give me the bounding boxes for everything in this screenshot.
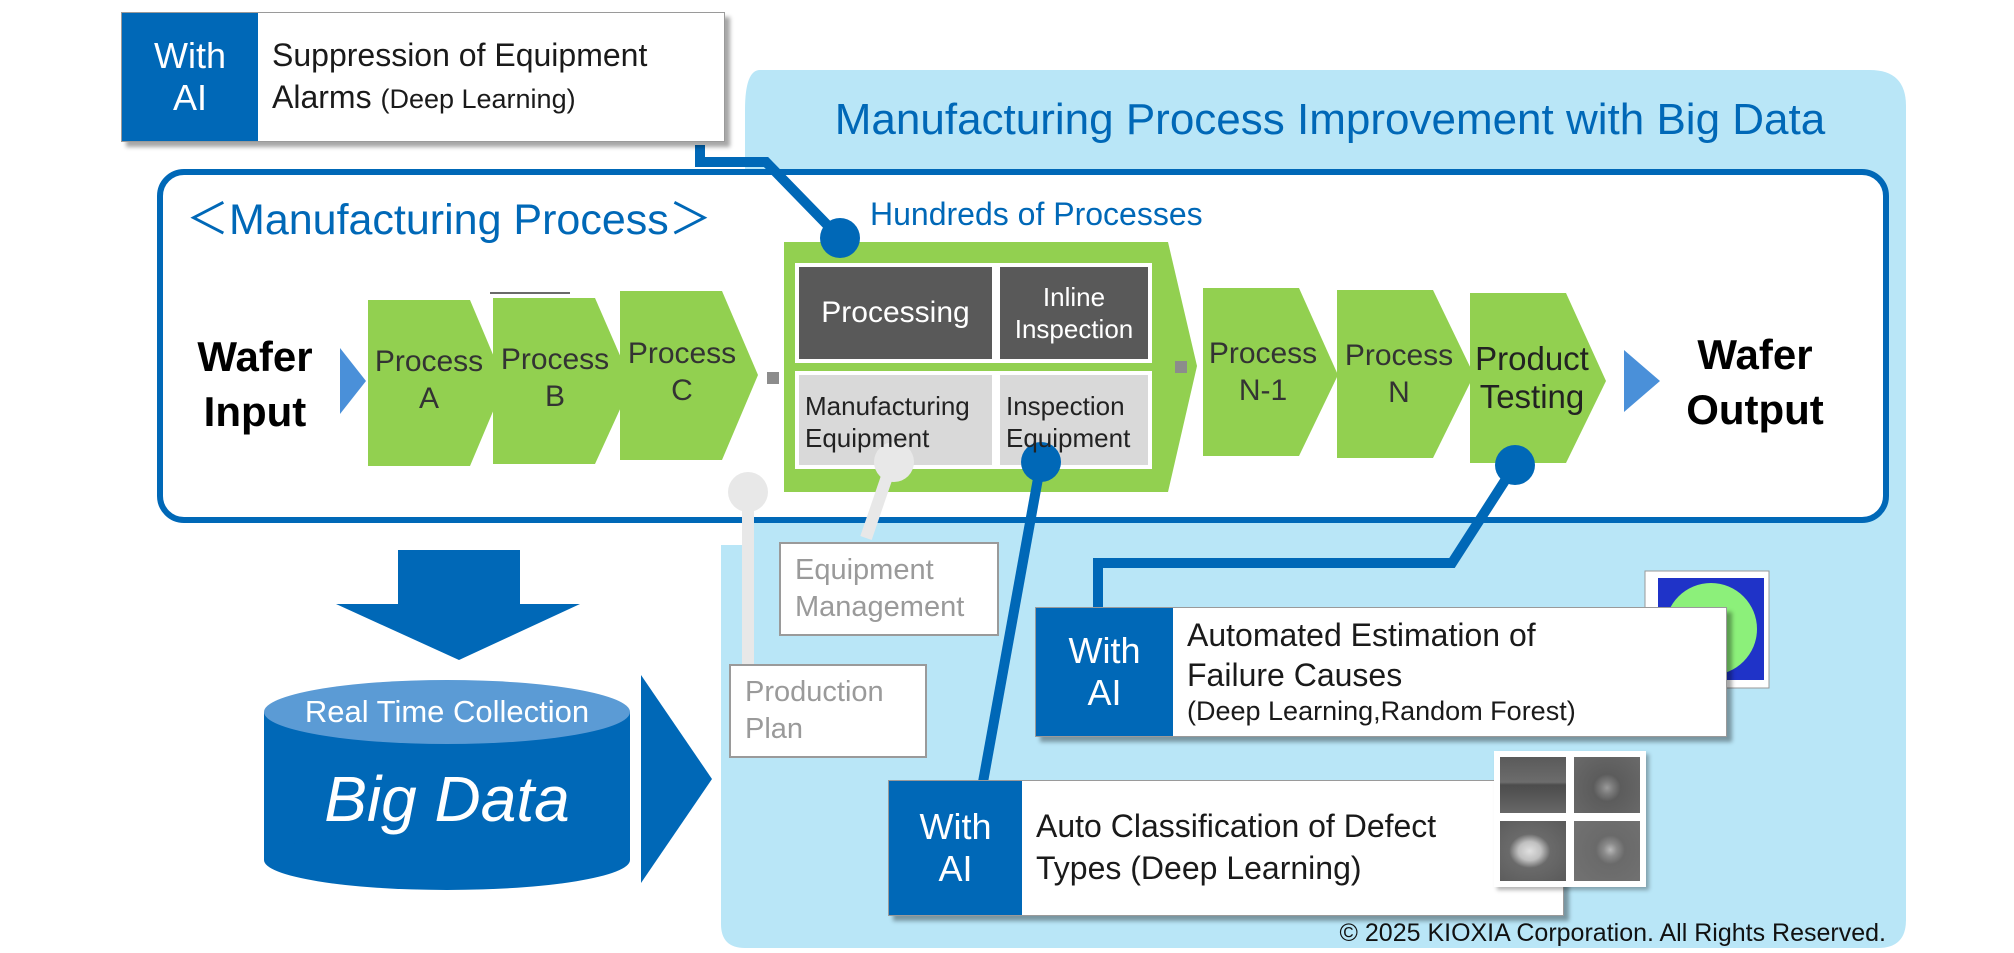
with-ai-tag: With AI [122, 13, 258, 141]
product-testing-label: Product Testing [1475, 340, 1589, 415]
ai-box-defect-classification: With AI Auto Classification of Defect Ty… [888, 780, 1564, 916]
alarms-connector [695, 145, 844, 242]
defect-line-1: Auto Classification of Defect [1036, 808, 1437, 845]
alarm-suppression-text: Suppression of Equipment Alarms (Deep Le… [258, 13, 647, 141]
failure-line-1: Automated Estimation of [1187, 617, 1536, 654]
inline-inspection-cell [996, 263, 1152, 363]
defect-image-1 [1498, 755, 1568, 815]
defect-image-2 [1572, 755, 1642, 815]
page-title: Manufacturing Process Improvement with B… [834, 95, 1826, 145]
ai-box-failure-estimation: With AI Automated Estimation of Failure … [1035, 607, 1727, 737]
down-arrow [336, 550, 580, 660]
process-n1-chevron [1203, 288, 1338, 456]
defect-image-4 [1572, 819, 1642, 883]
big-data-cylinder [264, 680, 630, 890]
dot-separator-1 [767, 372, 779, 384]
real-time-collection-label: Real Time Collection [304, 694, 590, 730]
inspection-equipment-label: Inspection Equipment [1006, 390, 1131, 454]
with-ai-tag: With AI [889, 781, 1022, 915]
wafer-output-arrow [1624, 350, 1660, 412]
equipment-management-box: Equipment Management [779, 542, 999, 636]
failure-line-2: Failure Causes [1187, 657, 1403, 694]
wafer-input-label: Wafer Input [197, 333, 313, 435]
dot-separator-2 [1175, 361, 1187, 373]
copyright-notice: © 2025 KIOXIA Corporation. All Rights Re… [1339, 918, 1886, 947]
product-testing-chevron [1470, 293, 1606, 463]
processing-cell [795, 263, 996, 363]
failure-estimation-text: Automated Estimation of Failure Causes (… [1173, 608, 1576, 736]
alarm-line-2-small: (Deep Learning) [380, 84, 576, 114]
hundreds-of-processes-label: Hundreds of Processes [870, 195, 1203, 232]
process-c-chevron [620, 291, 758, 460]
defect-image-grid [1494, 751, 1646, 887]
process-section-title: ＜Manufacturing Process＞ [186, 195, 712, 244]
alarm-line-2: Alarms (Deep Learning) [272, 77, 647, 119]
ai-box-alarm-suppression: With AI Suppression of Equipment Alarms … [121, 12, 725, 142]
inspection-equipment-cell [996, 371, 1152, 469]
manufacturing-equipment-label: Manufacturing Equipment [805, 390, 970, 454]
production-plan-dot [728, 472, 768, 512]
process-b-chevron [493, 298, 632, 464]
equipment-mgmt-dot [874, 442, 914, 482]
defect-line-2: Types (Deep Learning) [1036, 850, 1362, 886]
alarm-line-2-main: Alarms [272, 79, 381, 115]
process-a-chevron [368, 300, 505, 466]
defect-classification-text: Auto Classification of Defect Types (Dee… [1022, 781, 1436, 915]
defect-image-3 [1498, 819, 1568, 883]
production-plan-box: Production Plan [729, 664, 927, 758]
failure-connector-dot [1495, 445, 1535, 485]
wafer-output-label: Wafer Output [1686, 331, 1824, 433]
wafer-input-arrow [340, 348, 366, 414]
inline-inspection-label: Inline Inspection [1014, 281, 1134, 345]
defect-connector-dot [1021, 442, 1061, 482]
failure-connector [1093, 462, 1520, 608]
failure-line-3: (Deep Learning,Random Forest) [1187, 696, 1576, 727]
alarm-line-1: Suppression of Equipment [272, 37, 648, 74]
process-n-chevron [1337, 290, 1474, 458]
processing-label: Processing [821, 295, 970, 329]
right-arrow [641, 675, 712, 883]
big-data-label: Big Data [324, 763, 570, 836]
with-ai-tag: With AI [1036, 608, 1173, 736]
process-c-label: Process C [627, 336, 737, 408]
process-n-label: Process N [1344, 338, 1454, 410]
process-b-label: Process B [500, 342, 610, 414]
defect-connector [978, 461, 1046, 783]
process-n1-label: Process N-1 [1208, 336, 1318, 408]
process-a-label: Process A [374, 344, 484, 416]
alarms-connector-dot [820, 218, 860, 258]
